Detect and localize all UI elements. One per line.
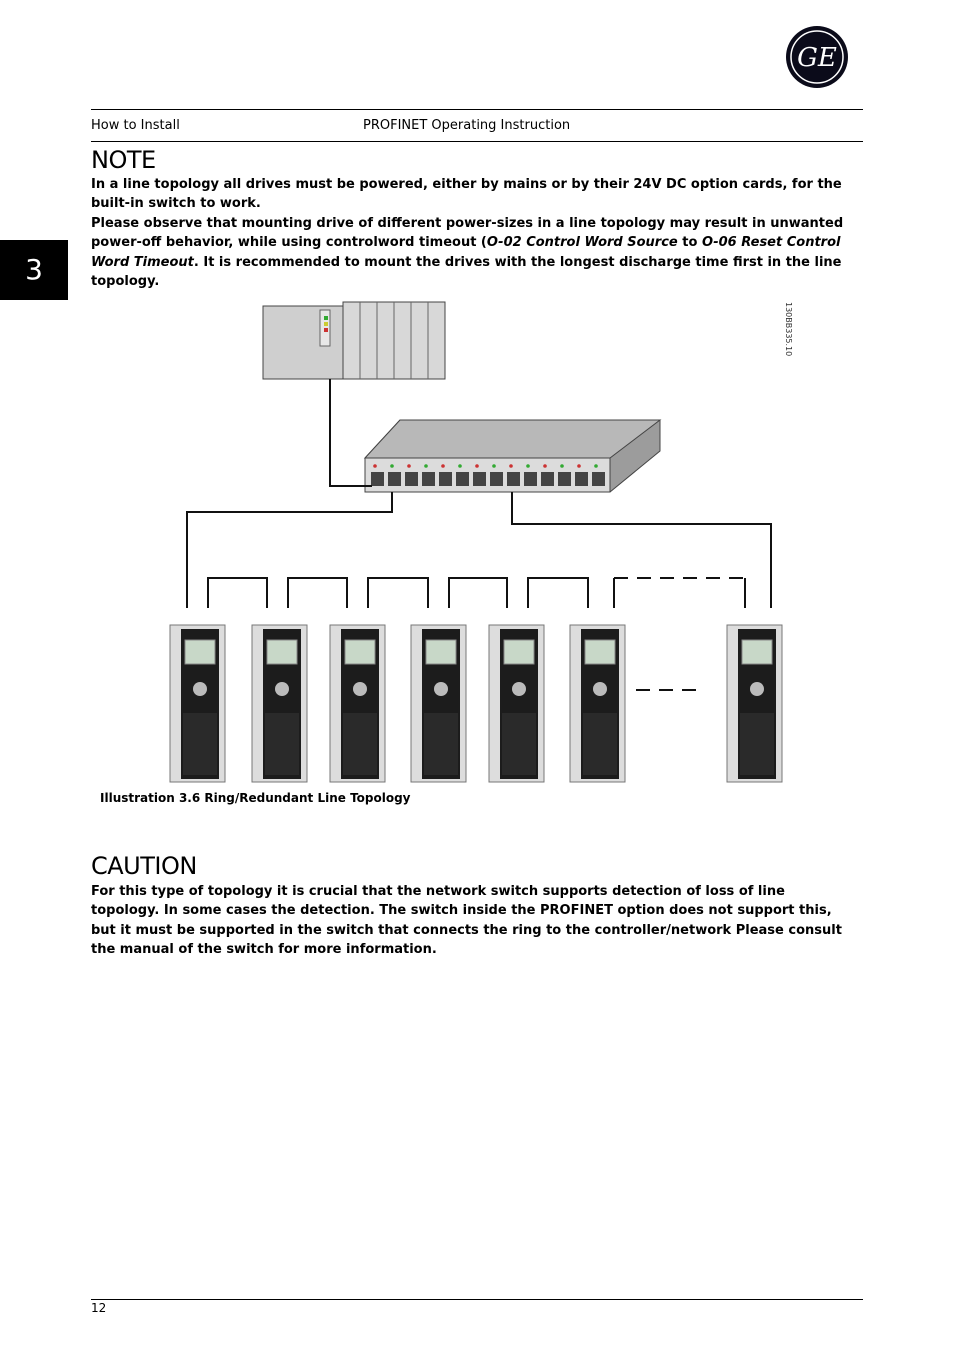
header-rule-bottom [91, 141, 863, 142]
drive-display [344, 639, 376, 665]
switch-port [524, 472, 537, 486]
drive-lower-panel [502, 713, 536, 775]
port-led [526, 464, 530, 468]
port-led [390, 464, 394, 468]
drive-display [503, 639, 535, 665]
drive-display [184, 639, 216, 665]
param-reset-timeout: O-06 Reset Control Word Timeout [91, 235, 841, 270]
switch-port [473, 472, 486, 486]
port-led [475, 464, 479, 468]
drive-unit [569, 624, 626, 783]
note-para2-suffix: . It is recommended to mount the drives … [91, 254, 842, 290]
drive-lower-panel [343, 713, 377, 775]
drive-unit [488, 624, 545, 783]
footer-rule [91, 1299, 863, 1300]
switch-port [558, 472, 571, 486]
switch-port [456, 472, 469, 486]
drive-unit [410, 624, 467, 783]
header-rule-top [91, 109, 863, 110]
note-heading: NOTE [91, 146, 156, 174]
figure-code: 130BB335.10 [784, 302, 793, 356]
switch-port [507, 472, 520, 486]
page-number: 12 [91, 1301, 107, 1315]
drive-unit [329, 624, 386, 783]
port-led [373, 464, 377, 468]
port-led [577, 464, 581, 468]
switch-port [388, 472, 401, 486]
chapter-tab: 3 [0, 240, 68, 300]
drive-display [266, 639, 298, 665]
drive-display [425, 639, 457, 665]
port-led [543, 464, 547, 468]
port-led [509, 464, 513, 468]
figure-caption: Illustration 3.6 Ring/Redundant Line Top… [100, 791, 411, 805]
section-title: How to Install [91, 118, 180, 133]
drive-keypad [593, 682, 607, 696]
drive-display [741, 639, 773, 665]
port-led [560, 464, 564, 468]
network-switch [363, 419, 662, 493]
drive-lower-panel [583, 713, 617, 775]
switch-port [371, 472, 384, 486]
ge-logo-text: GE [797, 43, 837, 73]
caution-heading: CAUTION [91, 852, 197, 880]
drive-keypad [275, 682, 289, 696]
drive-unit [251, 624, 308, 783]
drive-keypad [434, 682, 448, 696]
document-title: PROFINET Operating Instruction [363, 118, 571, 133]
drive-keypad [750, 682, 764, 696]
plc-controller [262, 301, 446, 380]
switch-port [490, 472, 503, 486]
switch-port [422, 472, 435, 486]
drive-lower-panel [424, 713, 458, 775]
drive-display [584, 639, 616, 665]
port-led [441, 464, 445, 468]
topology-diagram: 130BB335.10 [169, 301, 793, 783]
drives [169, 624, 783, 783]
switch-port [405, 472, 418, 486]
switch-port [592, 472, 605, 486]
drive-lower-panel [740, 713, 774, 775]
switch-port [575, 472, 588, 486]
drive-keypad [353, 682, 367, 696]
drive-lower-panel [183, 713, 217, 775]
note-text: In a line topology all drives must be po… [91, 175, 857, 291]
port-led [594, 464, 598, 468]
port-led [424, 464, 428, 468]
caution-text: For this type of topology it is crucial … [91, 884, 842, 958]
note-paragraph-2: Please observe that mounting drive of di… [91, 214, 857, 292]
port-led [458, 464, 462, 468]
switch-port [439, 472, 452, 486]
drive-keypad [193, 682, 207, 696]
drive-lower-panel [265, 713, 299, 775]
port-led [492, 464, 496, 468]
switch-ports [371, 464, 605, 486]
switch-port [541, 472, 554, 486]
drive-keypad [512, 682, 526, 696]
param-control-word-source: O-02 Control Word Source [486, 235, 678, 251]
ge-logo: GE [786, 26, 848, 88]
note-para2-prefix: Please observe that mounting drive of di… [91, 215, 844, 251]
cables [186, 379, 772, 691]
drive-unit [726, 624, 783, 783]
port-led [407, 464, 411, 468]
drive-unit [169, 624, 226, 783]
note-paragraph-1: In a line topology all drives must be po… [91, 177, 842, 212]
note-para2-mid: to [677, 235, 702, 251]
